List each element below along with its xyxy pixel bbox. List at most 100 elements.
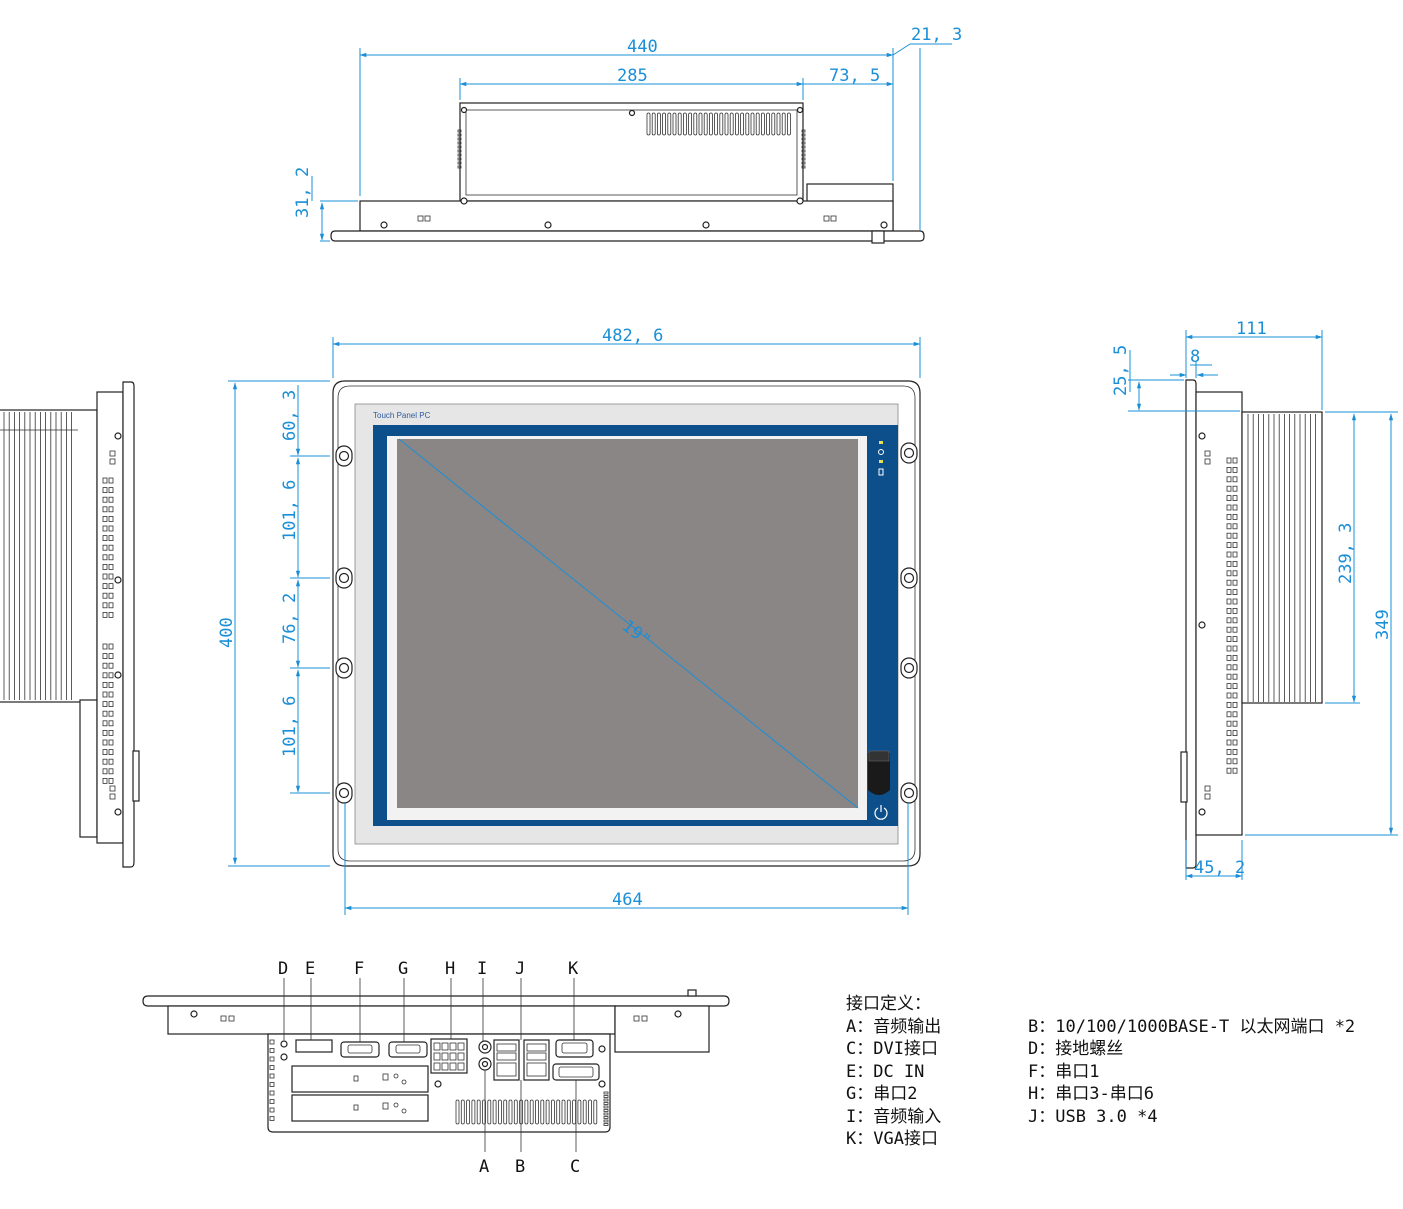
vent-hole [1226,749,1232,755]
vent-slot [683,112,687,136]
port-letter-e: E [305,959,315,979]
legend-j: J：USB 3.0 *4 [1028,1106,1158,1127]
vent-slot [551,1099,555,1125]
vent-hole [108,564,114,570]
vent-slot [719,112,724,136]
vent-hole [1232,514,1238,520]
vent-hole [1232,739,1238,746]
legend-d: D：接地螺丝 [1028,1039,1124,1059]
fin [457,165,462,169]
vent-hole [102,643,108,650]
vent-hole [108,701,114,707]
vent-slot [755,112,760,136]
dim-25-5: 25, 5 [1111,345,1131,396]
vent-hole [108,643,114,650]
dim-111: 111 [1236,319,1267,339]
vent-hole [102,612,108,618]
port-letter-h: H [445,959,455,979]
vent-slot [556,1099,561,1125]
vent-hole [1232,608,1238,614]
legend-a: A：音频输出 [846,1016,942,1037]
vent-slot [577,1099,582,1125]
vent-hole [1232,542,1238,548]
vent-hole [108,602,114,609]
vent-slot [750,112,755,136]
vent-slot [688,112,692,136]
vent-hole [1226,711,1232,718]
vent-hole [603,1105,609,1109]
dim-spacing-1: 60, 3 [280,390,300,441]
vent-hole [102,564,108,570]
port-letter-k: K [568,959,579,979]
vent-hole [1232,589,1238,595]
vent-hole [102,496,108,503]
vent-hole [269,1048,275,1053]
right-side-view: 111 8 25, 5 239, 3 349 45, 2 [1111,319,1398,880]
fin [457,133,462,137]
vent-slot [766,112,770,136]
fin [457,129,462,133]
vent-hole [1226,664,1232,671]
vent-slot [497,1099,502,1125]
legend-h: H：串口3-串口6 [1028,1084,1154,1104]
vent-hole [269,1099,275,1104]
vent-hole [603,1112,609,1116]
vent-slot [529,1099,534,1125]
vent-hole [102,710,108,717]
vent-hole [1226,692,1232,699]
terminal [449,1062,457,1071]
vent-slot [724,112,729,136]
vent-slot [698,112,703,136]
vent-slot [535,1099,539,1125]
vent-hole [102,506,108,513]
dim-spacing-3: 76, 2 [280,593,300,644]
vent-hole [1232,758,1238,765]
vent-hole [1232,664,1238,671]
terminal [441,1042,449,1051]
vent-hole [1232,720,1238,727]
dim-spacing-4: 101, 6 [280,696,300,757]
vent-slot [455,1099,460,1125]
vent-hole [108,682,114,688]
vent-hole [102,730,108,736]
vent-hole [1226,542,1232,548]
vent-slot [703,112,708,136]
vent-hole [1232,551,1238,558]
vent-hole [102,516,108,522]
vent-hole [108,516,114,522]
vent-hole [1232,476,1238,483]
vent-hole [1226,702,1232,708]
vent-hole [1226,495,1232,502]
vent-hole [1226,683,1232,689]
mount-hole [903,787,915,799]
vent-hole [102,720,108,727]
port-letter-a: A [479,1157,489,1177]
dim-spacing-2: 101, 6 [280,480,300,541]
mount-hole [338,572,350,584]
vent-slot [471,1099,476,1125]
fin [457,137,462,141]
port-letter-b: B [515,1157,525,1177]
fin [457,145,462,149]
legend-c: C：DVI接口 [846,1039,938,1059]
vent-hole [108,496,114,503]
dim-239-3: 239, 3 [1336,523,1356,584]
top-view: 440 285 73, 5 21, 3 31, 2 [293,25,962,244]
legend-title: 接口定义： [846,994,931,1014]
vent-slot [729,112,734,136]
fin [801,149,806,153]
vent-hole [108,653,114,659]
terminal [441,1052,449,1061]
vent-hole [603,1119,609,1123]
vent-hole [1226,636,1232,642]
legend-e: E：DC IN [846,1061,925,1082]
dim-8: 8 [1190,347,1200,367]
fin [457,157,462,161]
vent-hole [1232,702,1238,708]
vent-hole [1226,645,1232,652]
vent-hole [102,554,108,561]
vent-hole [269,1056,275,1062]
fin [457,161,462,165]
vent-slot [771,112,776,136]
